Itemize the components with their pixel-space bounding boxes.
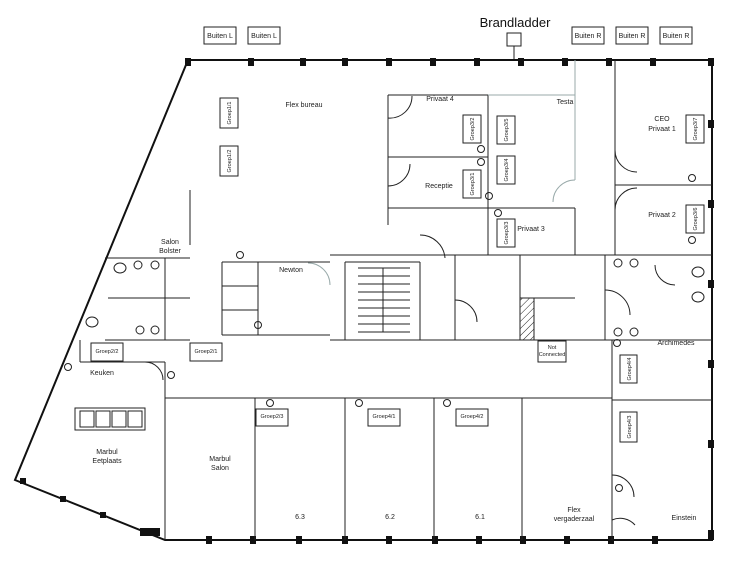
- svg-text:Groep1/2: Groep1/2: [227, 150, 233, 173]
- svg-text:Groep3/5: Groep3/5: [504, 119, 510, 142]
- toilets: [85, 258, 705, 337]
- room-marbul-salon-2: Salon: [211, 465, 229, 472]
- interior-walls: [79, 60, 712, 540]
- group-box[interactable]: Groep3/3: [496, 218, 516, 248]
- room-bolster: Bolster: [159, 248, 181, 255]
- svg-text:Buiten R: Buiten R: [663, 33, 690, 40]
- outside-marker: Buiten R: [615, 26, 649, 45]
- svg-text:Groep1/1: Groep1/1: [227, 102, 233, 125]
- svg-text:Groep3/6: Groep3/6: [693, 208, 699, 231]
- svg-text:Groep2/3: Groep2/3: [261, 414, 284, 420]
- shaft-hatched: [519, 297, 535, 341]
- svg-text:Groep2/2: Groep2/2: [96, 349, 119, 355]
- room-flex-vergaderzaal: Flex: [567, 507, 581, 514]
- group-box[interactable]: Groep4/3: [619, 411, 638, 443]
- not-connected-label-2: Connected: [539, 352, 566, 358]
- outside-marker: Buiten L: [203, 26, 237, 45]
- room-marbul-eetplaats-2: Eetplaats: [92, 458, 122, 465]
- room-flex-vergaderzaal-2: vergaderzaal: [554, 516, 595, 523]
- svg-text:Buiten R: Buiten R: [575, 33, 602, 40]
- svg-text:Groep4/4: Groep4/4: [627, 358, 633, 381]
- outside-marker: Buiten R: [659, 26, 693, 45]
- room-einstein: Einstein: [672, 515, 697, 522]
- room-keuken: Keuken: [90, 370, 114, 377]
- svg-text:Groep4/1: Groep4/1: [373, 414, 396, 420]
- room-tesla: Testa: [557, 99, 574, 106]
- room-6-3: 6.3: [295, 514, 305, 521]
- room-marbul-salon: Marbul: [209, 456, 231, 463]
- group-box[interactable]: Groep3/1: [462, 169, 482, 199]
- group-box[interactable]: Groep2/1: [189, 342, 223, 362]
- room-ceo: CEO: [654, 116, 670, 123]
- svg-text:Buiten L: Buiten L: [207, 33, 233, 40]
- group-box[interactable]: Groep3/2: [462, 114, 482, 144]
- room-marbul-eetplaats: Marbul: [96, 449, 118, 456]
- room-6-1: 6.1: [475, 514, 485, 521]
- access-point-icons: [64, 145, 696, 492]
- columns: [20, 58, 714, 544]
- room-newton: Newton: [279, 267, 303, 274]
- room-flex-bureau: Flex bureau: [286, 102, 323, 109]
- kitchen-counter: [74, 407, 146, 431]
- svg-text:Groep3/7: Groep3/7: [693, 118, 699, 141]
- svg-text:Buiten L: Buiten L: [251, 33, 277, 40]
- outside-marker: Buiten L: [247, 26, 281, 45]
- room-privaat-1: Privaat 1: [648, 126, 676, 133]
- room-salon: Salon: [161, 239, 179, 246]
- group-box[interactable]: Groep4/2: [455, 408, 489, 427]
- brandladder-box: [506, 32, 522, 47]
- room-archimedes: Archimedes: [658, 340, 695, 347]
- group-box[interactable]: Groep4/4: [619, 354, 638, 384]
- room-6-2: 6.2: [385, 514, 395, 521]
- outside-marker: Buiten R: [571, 26, 605, 45]
- svg-text:Buiten R: Buiten R: [619, 33, 646, 40]
- group-box[interactable]: Groep4/1: [367, 408, 401, 427]
- svg-text:Groep3/1: Groep3/1: [470, 173, 476, 196]
- svg-text:Groep3/2: Groep3/2: [470, 118, 476, 141]
- outer-wall: [13, 59, 713, 541]
- group-box[interactable]: Groep1/2: [219, 145, 239, 177]
- group-box[interactable]: Groep1/1: [219, 97, 239, 129]
- group-box[interactable]: Groep2/2: [90, 342, 124, 362]
- svg-text:Groep3/3: Groep3/3: [504, 222, 510, 245]
- not-connected-label: Not: [548, 345, 557, 351]
- brandladder-label: Brandladder: [480, 15, 551, 30]
- svg-text:Groep3/4: Groep3/4: [504, 159, 510, 182]
- group-box[interactable]: Groep3/5: [496, 115, 516, 145]
- group-box[interactable]: Groep3/4: [496, 155, 516, 185]
- group-box[interactable]: Groep2/3: [255, 408, 289, 427]
- doors: [144, 95, 676, 526]
- svg-text:Groep4/3: Groep4/3: [627, 416, 633, 439]
- svg-text:Groep4/2: Groep4/2: [461, 414, 484, 420]
- svg-text:Groep2/1: Groep2/1: [195, 349, 218, 355]
- stairs: [358, 267, 410, 333]
- room-privaat-3: Privaat 3: [517, 226, 545, 233]
- room-privaat-4: Privaat 4: [426, 96, 454, 103]
- room-privaat-2: Privaat 2: [648, 212, 676, 219]
- room-receptie: Receptie: [425, 183, 453, 190]
- not-connected-box: [537, 340, 567, 363]
- group-box[interactable]: Groep3/7: [685, 114, 705, 144]
- group-box[interactable]: Groep3/6: [685, 204, 705, 234]
